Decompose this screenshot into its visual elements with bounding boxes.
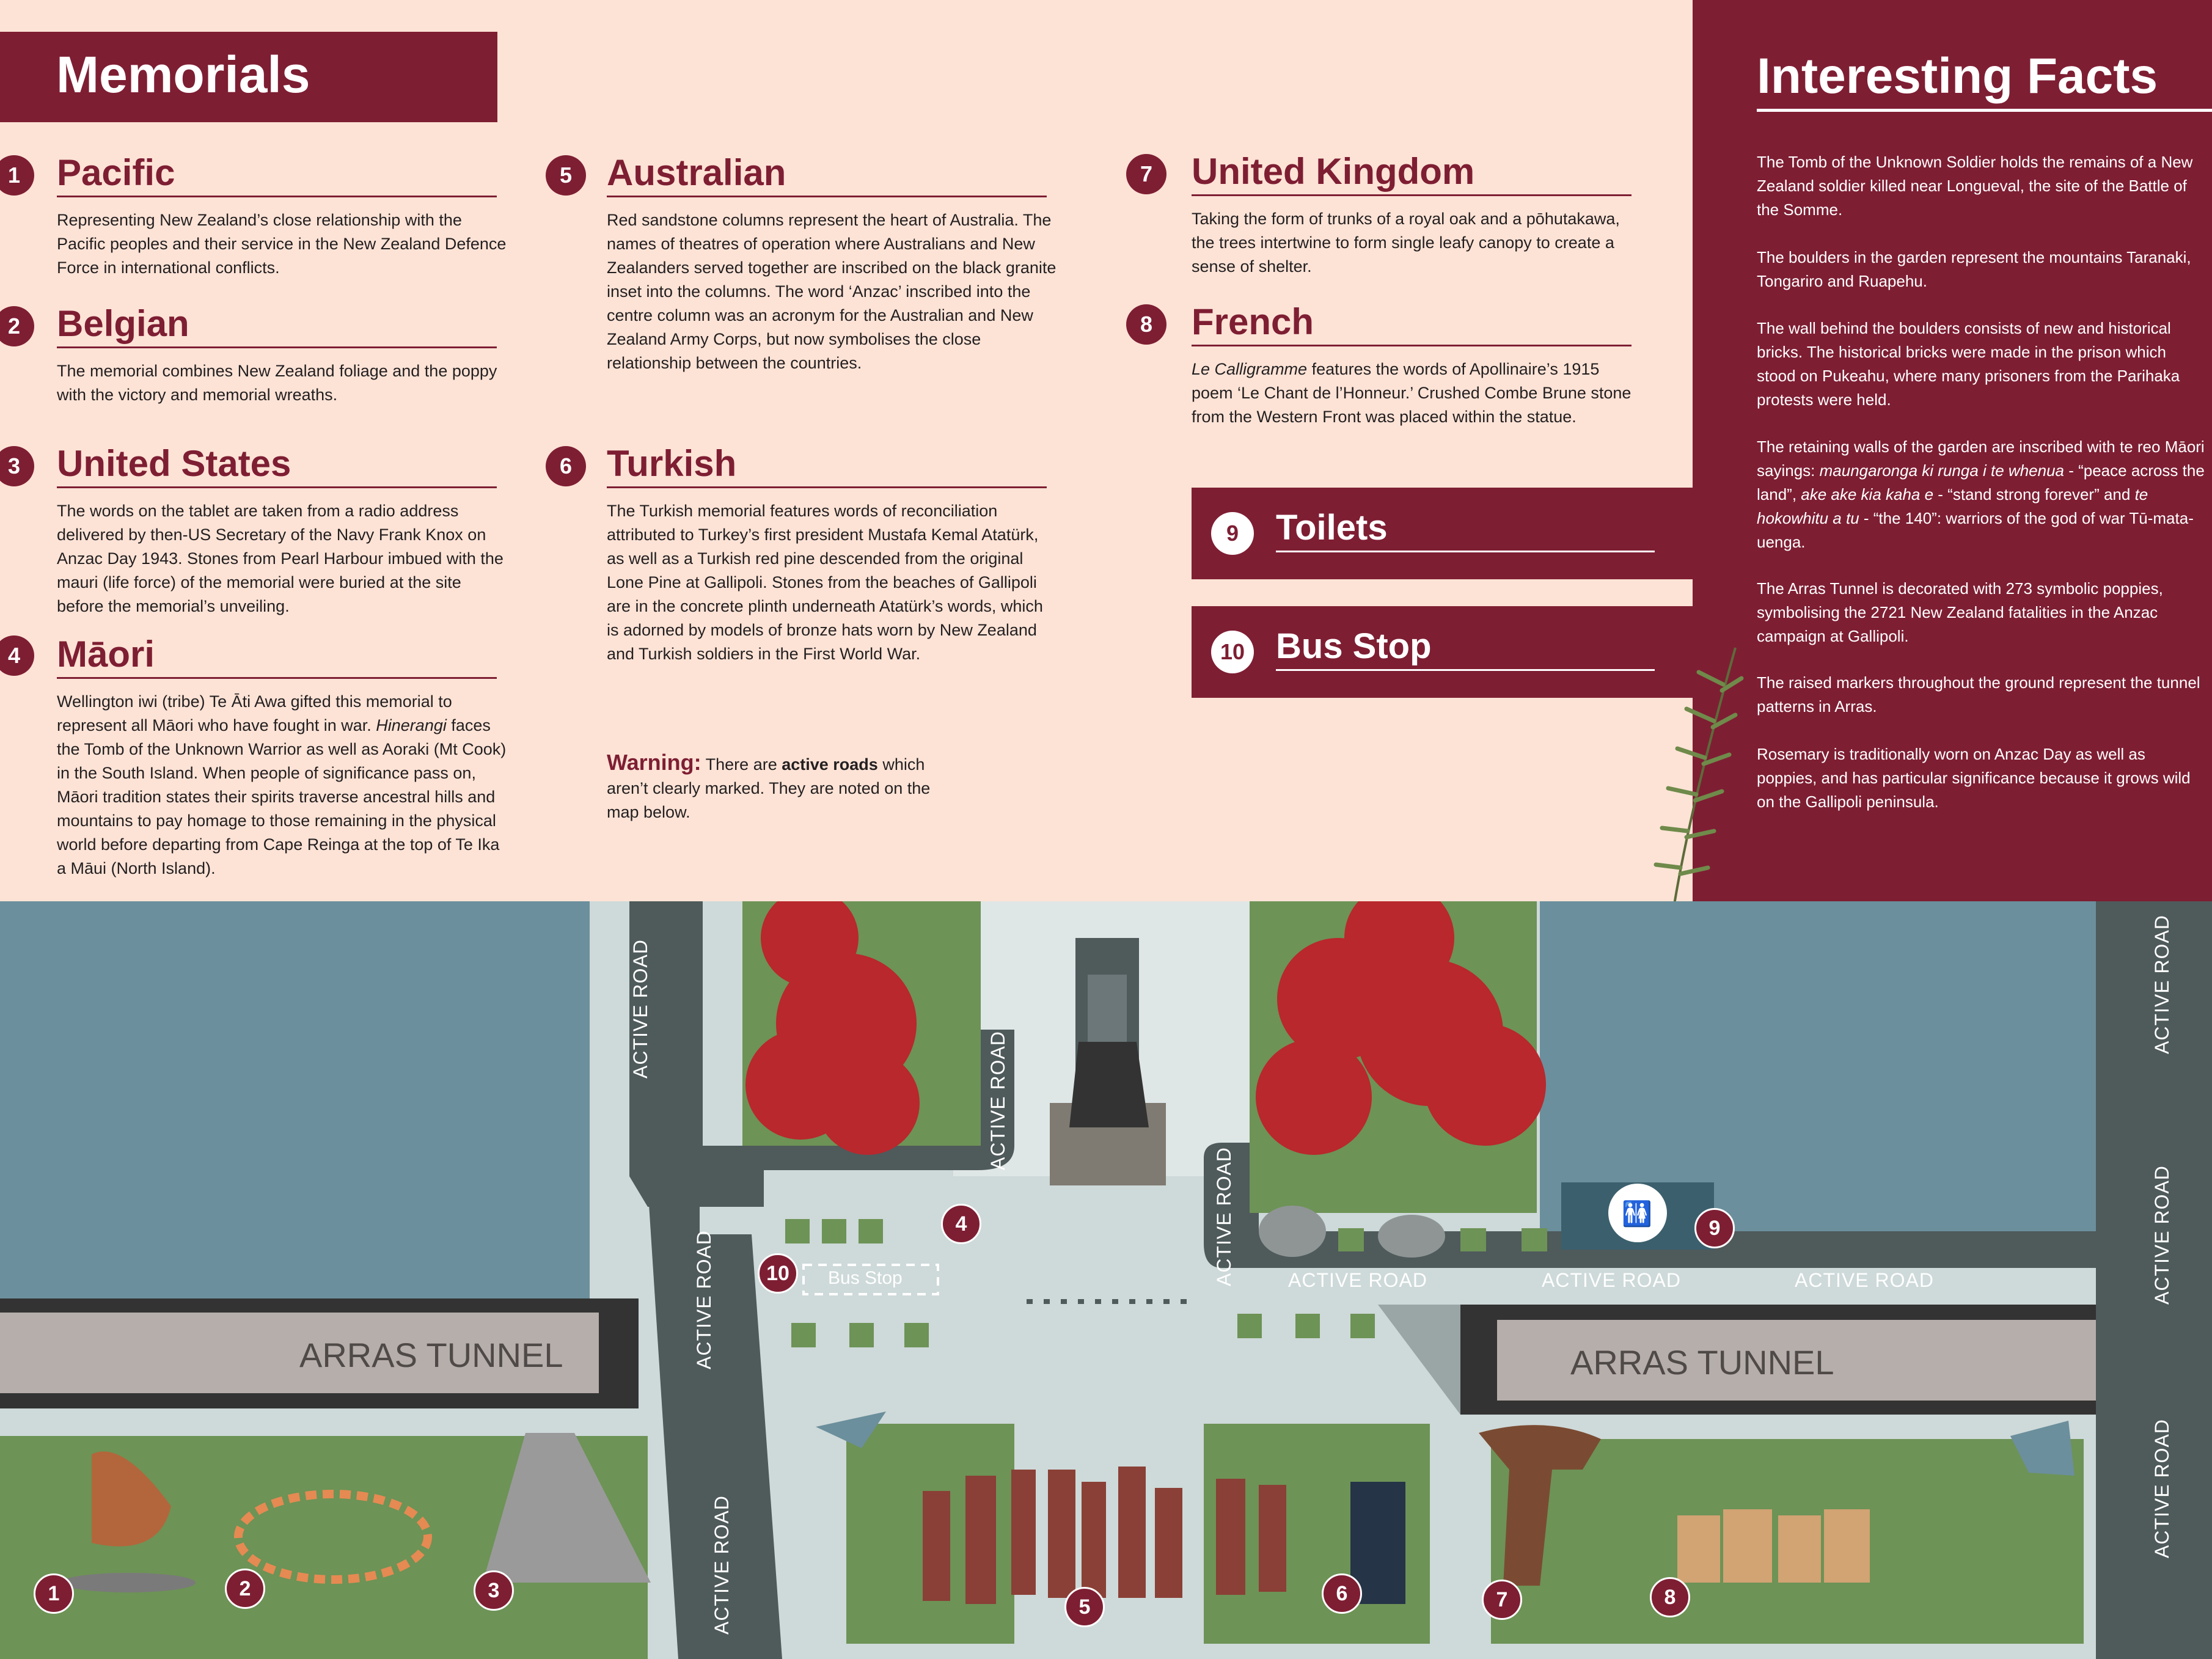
fact-text: - “stand strong forever” and (1933, 485, 2135, 504)
fact-text: - “peace across the land”, (1757, 461, 2205, 504)
description-emphasis: Le Calligramme (1192, 360, 1308, 378)
bus-stop-map-label: Bus Stop (828, 1268, 903, 1288)
arras-tunnel-label: ARRAS TUNNEL (1570, 1343, 1834, 1382)
memorial-entry-united-states: United States The words on the tablet ar… (57, 444, 509, 618)
warning-strong: active roads (782, 755, 878, 774)
memorial-number-badge: 5 (546, 155, 586, 196)
memorial-description: Representing New Zealand’s close relatio… (57, 211, 507, 277)
active-road-label: ACTIVE ROAD (1542, 1269, 1681, 1291)
memorial-entry-french: French Le Calligramme features the words… (1192, 302, 1644, 429)
map-marker-1[interactable]: 1 (34, 1573, 74, 1614)
map-marker-3[interactable]: 3 (474, 1570, 514, 1611)
description-text: faces the Tomb of the Unknown Warrior as… (57, 716, 507, 877)
memorial-heading: United States (57, 444, 497, 488)
memorial-number-badge: 1 (0, 155, 34, 196)
maori-saying: ake ake kia kaha e (1801, 485, 1934, 504)
active-road-label: ACTIVE ROAD (987, 1031, 1009, 1170)
warning-note: Warning: There are active roads which ar… (607, 750, 961, 824)
memorial-heading: French (1192, 302, 1632, 346)
memorial-description: The words on the tablet are taken from a… (57, 502, 504, 615)
active-road-label: ACTIVE ROAD (1795, 1269, 1934, 1291)
memorial-entry-united-kingdom: United Kingdom Taking the form of trunks… (1192, 152, 1644, 279)
legend-number-badge: 9 (1211, 512, 1254, 555)
active-road-label: ACTIVE ROAD (693, 1230, 715, 1369)
map-marker-9[interactable]: 9 (1694, 1208, 1735, 1248)
fact-text: - “the 140”: warriors of the god of war … (1757, 509, 2194, 551)
description-text: features the words of Apollinaire’s 1915… (1192, 360, 1632, 426)
rosemary-illustration (1654, 647, 1744, 904)
memorial-entry-australian: Australian Red sandstone columns represe… (607, 153, 1059, 375)
memorial-description: Taking the form of trunks of a royal oak… (1192, 210, 1620, 276)
memorial-entry-turkish: Turkish The Turkish memorial features wo… (607, 444, 1059, 666)
memorial-entry-belgian: Belgian The memorial combines New Zealan… (57, 304, 509, 407)
fact-item: The wall behind the boulders consists of… (1757, 319, 2180, 409)
fact-item: The retaining walls of the garden are in… (1757, 435, 2209, 554)
memorial-entry-maori: Māori Wellington iwi (tribe) Te Āti Awa … (57, 634, 509, 881)
map-marker-7[interactable]: 7 (1482, 1580, 1522, 1620)
active-road-label: ACTIVE ROAD (1213, 1147, 1235, 1286)
memorial-number-badge: 3 (0, 446, 34, 486)
warning-text: which aren’t clearly marked. They are no… (607, 755, 931, 821)
page-title: Memorials (56, 46, 310, 103)
maori-saying: te hokowhitu a tu (1757, 485, 2148, 527)
map-marker-6[interactable]: 6 (1322, 1573, 1362, 1614)
interesting-facts-panel (1693, 0, 2212, 901)
active-road-label: ACTIVE ROAD (711, 1495, 733, 1635)
memorial-entry-pacific: Pacific Representing New Zealand’s close… (57, 153, 509, 280)
memorial-heading: Australian (607, 153, 1047, 197)
toilets-legend: 9 Toilets (1192, 488, 1693, 579)
memorial-number-badge: 2 (0, 306, 34, 346)
memorial-heading: Pacific (57, 153, 497, 197)
description-emphasis: Hinerangi (376, 716, 447, 734)
map-marker-4[interactable]: 4 (941, 1204, 981, 1244)
map-marker-10[interactable]: 10 (758, 1253, 798, 1294)
memorial-description: Red sandstone columns represent the hear… (607, 211, 1057, 372)
memorials-header: Memorials (0, 32, 497, 122)
fact-item: The Tomb of the Unknown Soldier holds th… (1757, 153, 2193, 219)
map-graphic (0, 901, 2212, 1659)
fact-item: Rosemary is traditionally worn on Anzac … (1757, 745, 2191, 811)
facts-title: Interesting Facts (1757, 48, 2212, 112)
memorial-description: Le Calligramme features the words of Apo… (1192, 357, 1644, 429)
toilet-glyph: 🚻 (1622, 1201, 1652, 1228)
active-road-label: ACTIVE ROAD (2151, 915, 2173, 1054)
active-road-label: ACTIVE ROAD (2151, 1165, 2173, 1305)
map-marker-8[interactable]: 8 (1650, 1577, 1690, 1617)
memorial-number-badge: 6 (546, 446, 586, 486)
map-marker-2[interactable]: 2 (225, 1569, 265, 1609)
active-road-label: ACTIVE ROAD (2151, 1419, 2173, 1558)
memorial-description: The memorial combines New Zealand foliag… (57, 362, 497, 404)
arras-tunnel-label: ARRAS TUNNEL (299, 1336, 563, 1374)
toilet-icon (1608, 1184, 1667, 1242)
maori-saying: maungaronga ki runga i te whenua (1819, 461, 2064, 480)
memorial-heading: Belgian (57, 304, 497, 348)
memorial-number-badge: 8 (1126, 304, 1166, 345)
fact-item: The Arras Tunnel is decorated with 273 s… (1757, 579, 2163, 645)
memorial-heading: Māori (57, 634, 497, 679)
memorial-description: Wellington iwi (tribe) Te Āti Awa gifted… (57, 690, 509, 881)
legend-label: Toilets (1276, 507, 1655, 552)
fact-text: The retaining walls of the garden are in… (1757, 438, 2205, 480)
fact-item: The raised markers throughout the ground… (1757, 673, 2200, 716)
warning-text: There are (701, 755, 782, 774)
warning-label: Warning: (607, 750, 701, 775)
legend-label: Bus Stop (1276, 626, 1655, 671)
memorial-number-badge: 7 (1126, 154, 1166, 194)
description-text: Wellington iwi (tribe) Te Āti Awa gifted… (57, 692, 452, 734)
active-road-label: ACTIVE ROAD (1288, 1269, 1427, 1291)
memorial-heading: Turkish (607, 444, 1047, 488)
fact-item: The boulders in the garden represent the… (1757, 248, 2191, 290)
memorial-description: The Turkish memorial features words of r… (607, 502, 1043, 663)
memorial-heading: United Kingdom (1192, 152, 1632, 196)
active-road-label: ACTIVE ROAD (629, 939, 651, 1079)
park-map: 1 2 3 4 5 6 7 8 9 10 Bus Stop 🚻 ARRAS TU… (0, 901, 2212, 1659)
bus-stop-legend: 10 Bus Stop (1192, 606, 1693, 698)
map-marker-5[interactable]: 5 (1064, 1587, 1105, 1627)
legend-number-badge: 10 (1211, 631, 1254, 673)
memorial-number-badge: 4 (0, 635, 34, 676)
